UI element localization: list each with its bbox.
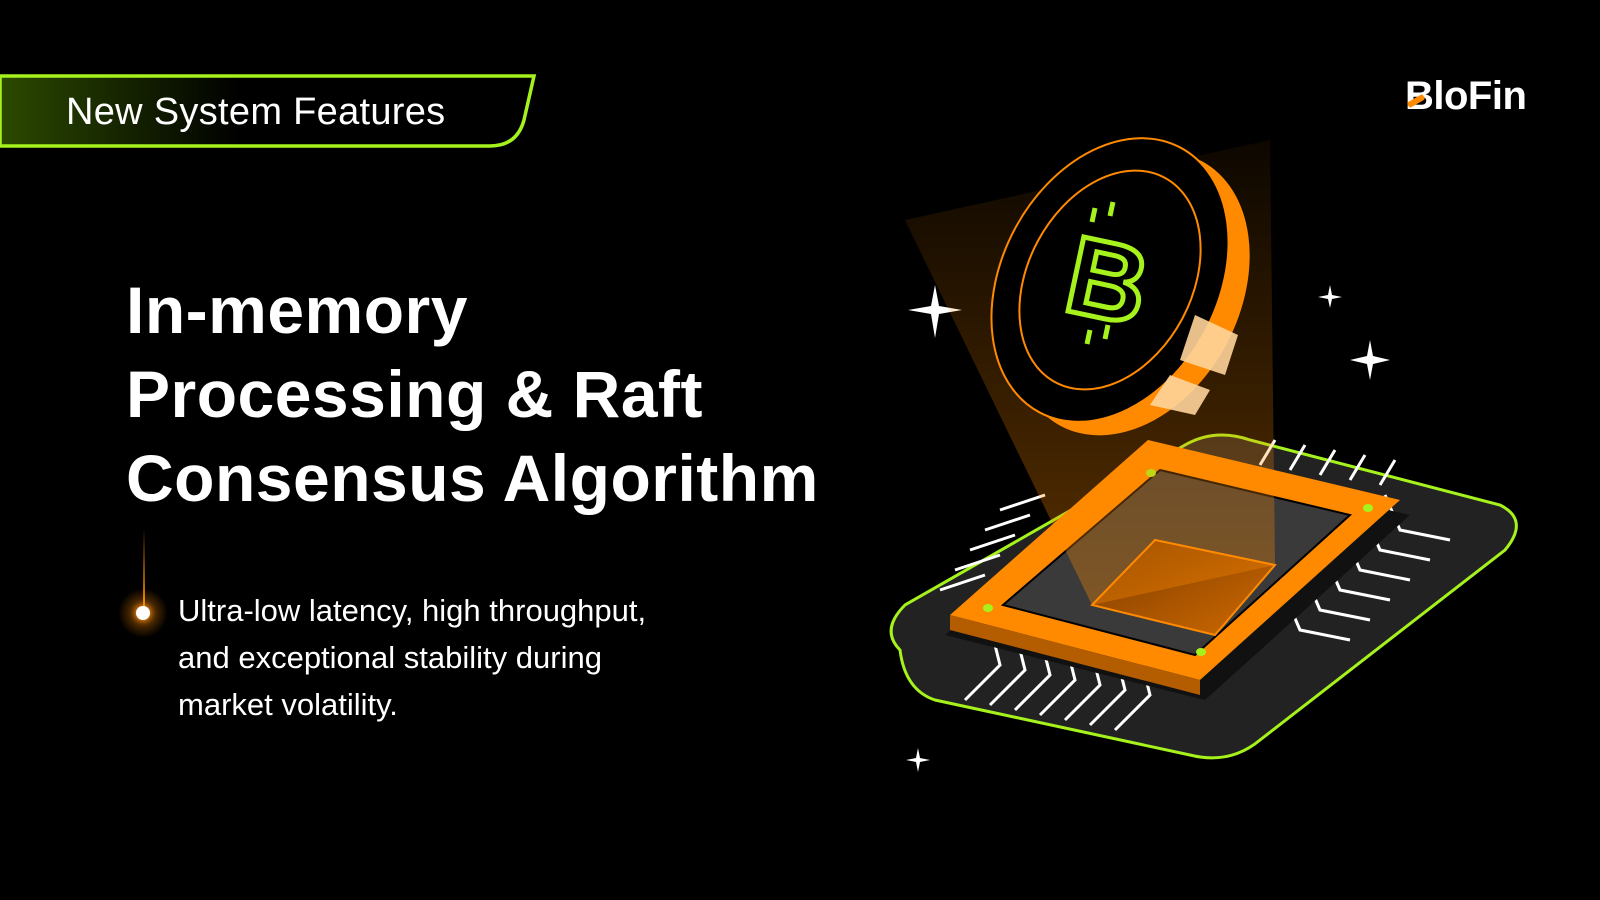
page-title: In-memory Processing & Raft Consensus Al…	[126, 268, 819, 520]
logo-text: BloFin	[1405, 74, 1527, 118]
bullet-connector-line	[143, 528, 145, 608]
title-line: In-memory	[126, 273, 468, 347]
bullet-dot-icon	[136, 606, 150, 620]
sparkle-icon	[906, 285, 1390, 772]
description-line: and exceptional stability during	[178, 640, 602, 675]
chip-coin-illustration: B	[889, 137, 1518, 772]
bitcoin-coin	[990, 137, 1250, 436]
banner-label: New System Features	[66, 91, 446, 133]
description-line: Ultra-low latency, high throughput,	[178, 593, 647, 628]
section-banner: New System Features	[0, 74, 548, 150]
banner-shape	[0, 74, 537, 148]
bitcoin-icon-ticks	[1084, 201, 1116, 345]
title-line: Processing & Raft	[126, 357, 703, 431]
feature-description: Ultra-low latency, high throughput, and …	[178, 587, 646, 728]
brand-logo: BloFin	[1405, 72, 1527, 120]
title-line: Consensus Algorithm	[126, 441, 819, 515]
description-line: market volatility.	[178, 687, 398, 722]
